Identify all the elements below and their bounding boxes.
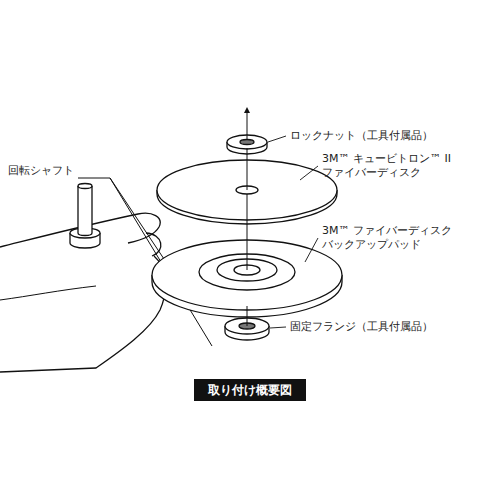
part-label: 3M™ キュービトロン™ II ファイバーディスク: [322, 152, 472, 180]
part-label: 3M™ ファイバーディスク バックアップパッド: [322, 224, 472, 252]
hand-outline: [0, 213, 165, 372]
caption-box: 取り付け概要図: [194, 379, 306, 401]
part-label: 回転シャフト: [8, 164, 74, 178]
part-label: ロックナット（工具付属品）: [290, 129, 433, 143]
part-label: 固定フランジ（工具付属品）: [290, 320, 433, 334]
leader-lines: [268, 136, 318, 328]
rotating-shaft: [70, 184, 100, 249]
caption-text: 取り付け概要図: [208, 382, 292, 398]
axis-line: [247, 110, 248, 326]
